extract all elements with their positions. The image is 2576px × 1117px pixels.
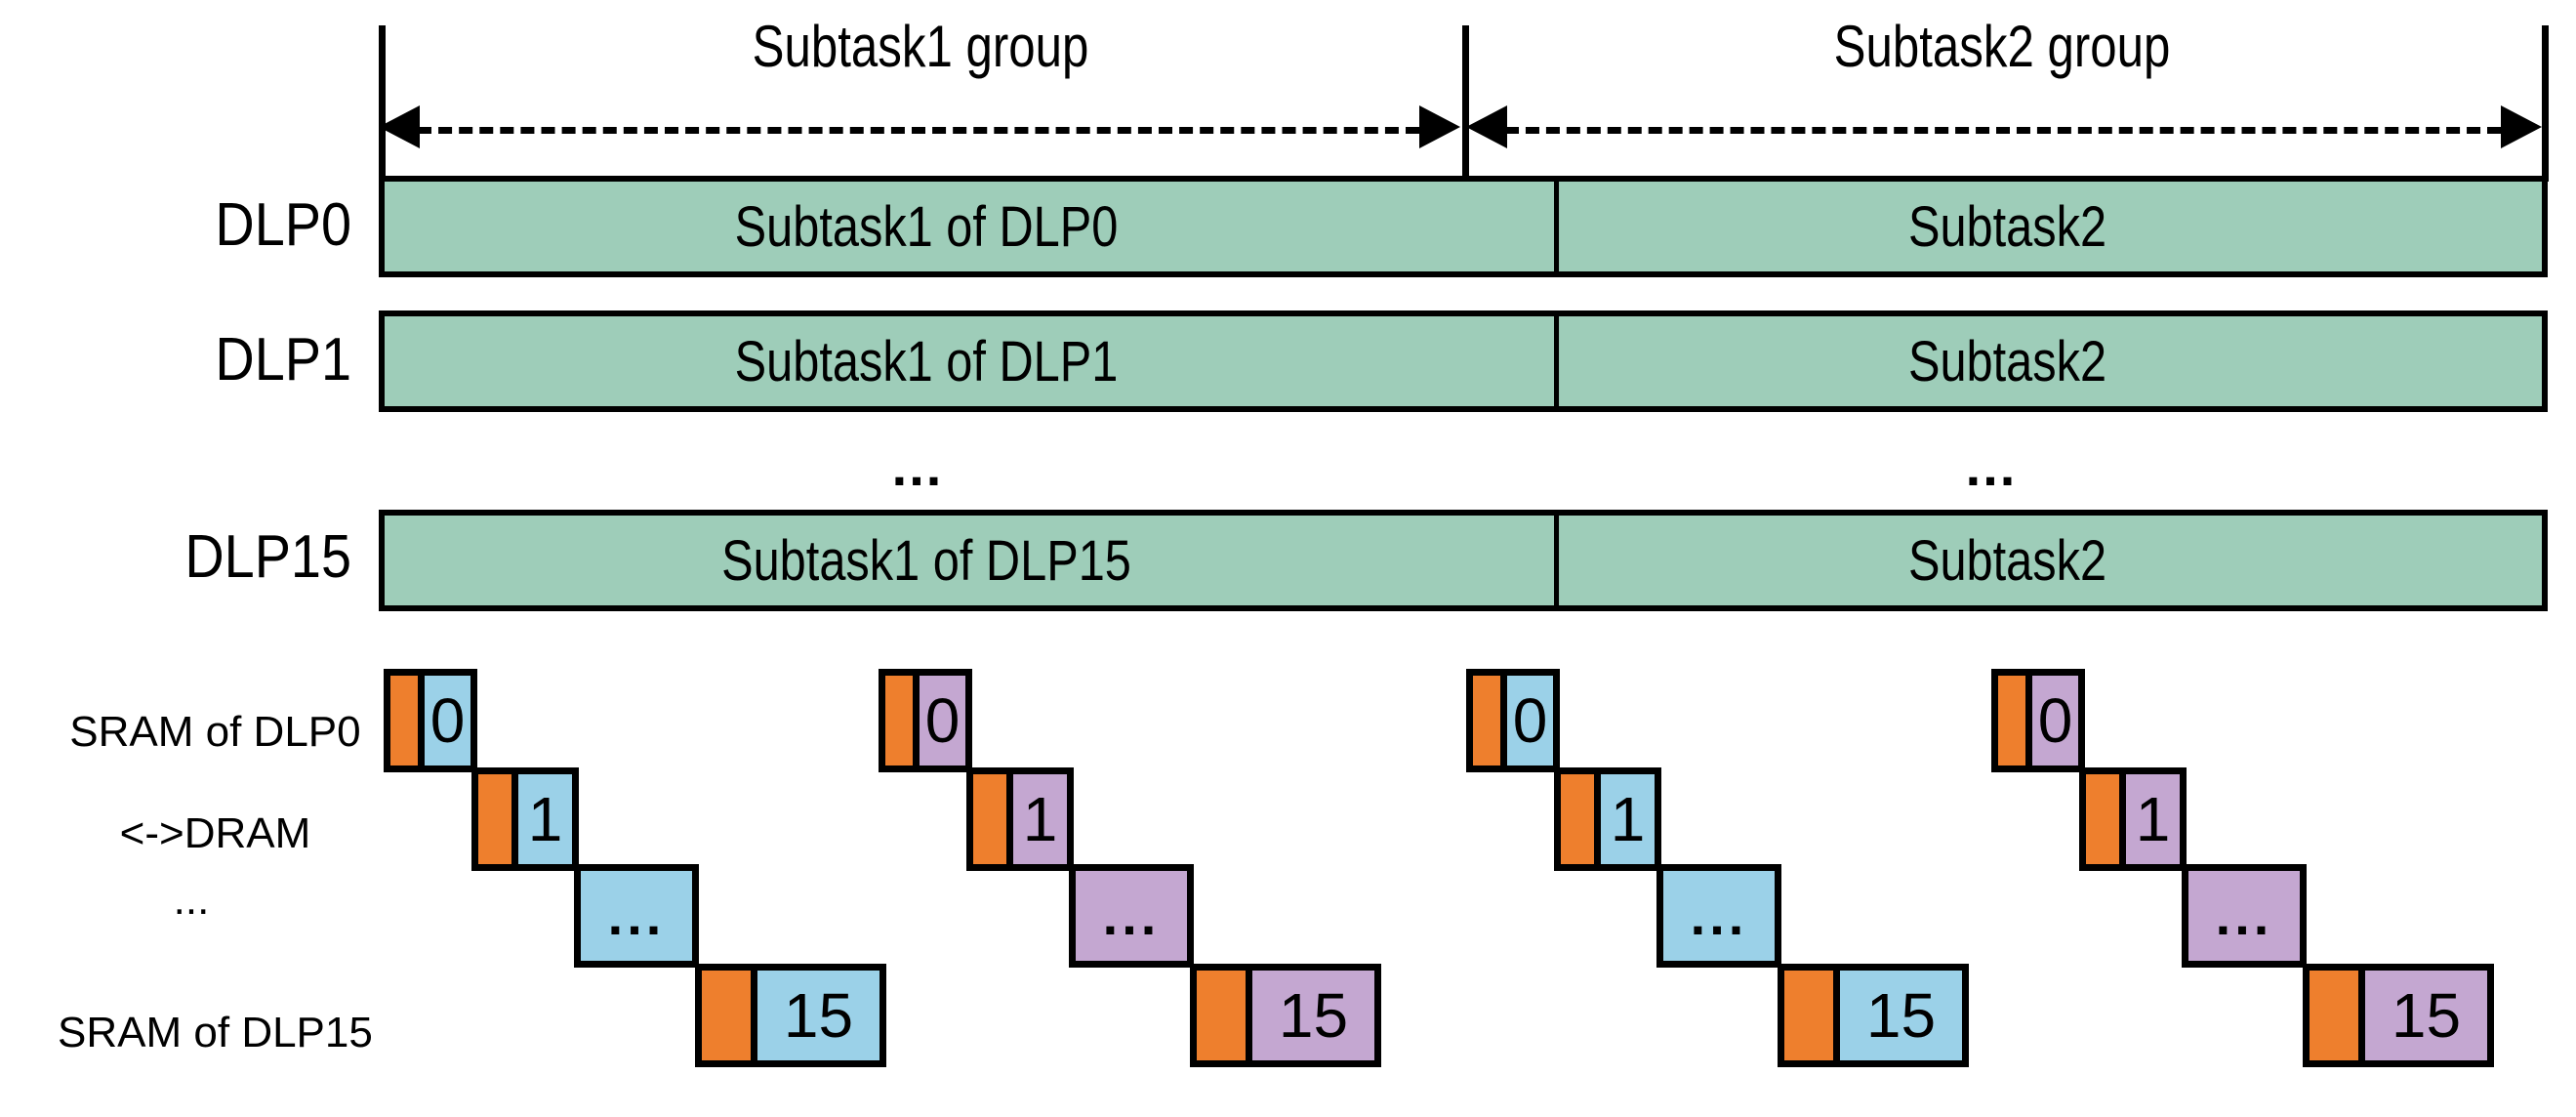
arrow-head-left-group1 (379, 105, 420, 148)
arrow-line-group2 (1505, 127, 2501, 134)
task-cell-subtask2-dlp0: Subtask2 (1554, 182, 2456, 271)
left-boundary-rule (379, 25, 386, 182)
sram-label-dlp0-line1: SRAM of DLP0 (69, 707, 361, 756)
staircase-4-step-0: 0 (1991, 669, 2085, 772)
arrow-head-right-group2 (2501, 105, 2542, 148)
staircase-1-step-dots: ... (574, 864, 699, 968)
task-rows-ellipsis-left: ... (891, 435, 944, 497)
center-divider-rule (1462, 25, 1469, 182)
sram-label-dlp0-line2: <->DRAM (119, 808, 311, 857)
arrow-line-group1 (418, 127, 1419, 134)
staircase-3-step-15-orange (1784, 971, 1840, 1060)
staircase-1-step-15-orange (702, 971, 757, 1060)
staircase-3-step-0: 0 (1466, 669, 1560, 772)
staircase-4-step-1-label: 1 (2135, 784, 2171, 854)
staircase-3-step-15-label: 15 (1865, 980, 1937, 1051)
staircase-1-step-15: 15 (695, 964, 886, 1067)
staircase-1-step-1: 1 (471, 767, 579, 871)
staircase-4-step-1-orange (2086, 774, 2126, 864)
staircase-3-step-0-orange (1473, 676, 1507, 765)
staircase-3-step-dots: ... (1656, 864, 1781, 968)
sram-label-dlp15: SRAM of DLP15 <->DRAM (10, 957, 373, 1117)
staircase-4-step-0-orange (1998, 676, 2032, 765)
staircase-1-step-1-label: 1 (527, 784, 563, 854)
arrow-head-right-group1 (1419, 105, 1460, 148)
staircase-4-step-15: 15 (2303, 964, 2494, 1067)
staircase-4-step-dots-label: ... (2215, 885, 2273, 946)
sram-label-dlp15-line1: SRAM of DLP15 (58, 1008, 373, 1056)
staircase-2-step-dots: ... (1069, 864, 1194, 968)
sram-label-dlp0: SRAM of DLP0 <->DRAM (10, 656, 373, 910)
staircase-2-step-1: 1 (966, 767, 1074, 871)
task-row-dlp15: Subtask1 of DLP15 Subtask2 (379, 510, 2548, 611)
task-cell-subtask1-dlp1: Subtask1 of DLP1 (734, 329, 1119, 393)
staircase-3-step-1-orange (1561, 774, 1601, 864)
staircase-4-step-1: 1 (2079, 767, 2187, 871)
staircase-4-step-15-label: 15 (2391, 980, 2462, 1051)
staircase-2-step-15-label: 15 (1278, 980, 1349, 1051)
staircase-1-step-0-orange (390, 676, 425, 765)
dlp-row-label-15: DLP15 (184, 523, 351, 591)
task-cell-subtask2-dlp15: Subtask2 (1554, 516, 2456, 605)
task-cell-subtask1-dlp15: Subtask1 of DLP15 (721, 528, 1131, 593)
dlp-row-label-0: DLP0 (215, 191, 351, 259)
staircase-1-step-1-orange (478, 774, 518, 864)
staircase-2-step-0: 0 (879, 669, 972, 772)
arrow-head-left-group2 (1466, 105, 1507, 148)
sram-label-ellipsis: ... (173, 876, 210, 924)
staircase-3-step-dots-label: ... (1690, 885, 1748, 946)
dlp-row-label-1: DLP1 (215, 326, 351, 393)
group-caption-subtask2: Subtask2 group (1833, 14, 2171, 79)
staircase-2-step-15-orange (1197, 971, 1252, 1060)
staircase-2-step-0-orange (885, 676, 920, 765)
task-rows-ellipsis-right: ... (1965, 435, 2018, 497)
staircase-4-step-dots: ... (2182, 864, 2307, 968)
staircase-2-step-0-label: 0 (924, 685, 961, 756)
staircase-4-step-15-orange (2310, 971, 2365, 1060)
staircase-3-step-0-label: 0 (1512, 685, 1548, 756)
task-row-dlp0: Subtask1 of DLP0 Subtask2 (379, 176, 2548, 277)
staircase-2-step-15: 15 (1190, 964, 1381, 1067)
staircase-4-step-0-label: 0 (2037, 685, 2073, 756)
staircase-2-step-dots-label: ... (1102, 885, 1161, 946)
staircase-2-step-1-orange (973, 774, 1013, 864)
staircase-1-step-15-label: 15 (783, 980, 854, 1051)
staircase-1-step-0: 0 (384, 669, 477, 772)
staircase-1-step-dots-label: ... (607, 885, 666, 946)
group-caption-subtask1: Subtask1 group (752, 14, 1089, 79)
task-row-dlp1: Subtask1 of DLP1 Subtask2 (379, 310, 2548, 412)
sram-label-dlp15-line2: <->DRAM (120, 1110, 311, 1117)
staircase-3-step-15: 15 (1778, 964, 1969, 1067)
task-cell-subtask1-dlp0: Subtask1 of DLP0 (734, 194, 1119, 259)
staircase-3-step-1-label: 1 (1610, 784, 1646, 854)
staircase-3-step-1: 1 (1554, 767, 1661, 871)
staircase-2-step-1-label: 1 (1022, 784, 1058, 854)
staircase-1-step-0-label: 0 (429, 685, 466, 756)
task-cell-subtask2-dlp1: Subtask2 (1554, 316, 2456, 406)
right-boundary-rule (2542, 25, 2549, 182)
